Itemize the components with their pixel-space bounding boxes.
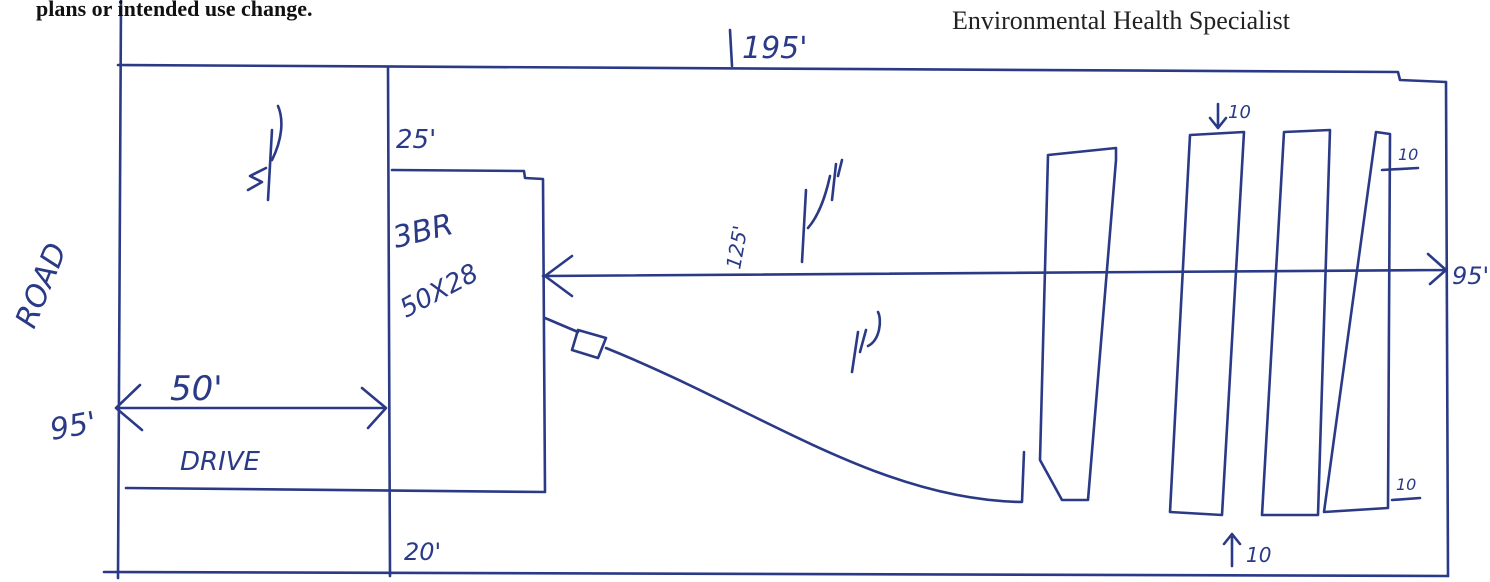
trench-spacing-bottom-label: 10 — [1246, 543, 1271, 567]
margin-line — [116, 0, 123, 580]
road-label: ROAD — [9, 238, 74, 333]
drive-dimension-label: 50' — [170, 369, 223, 409]
right-offset-bottom-label: 10 — [1396, 475, 1416, 494]
drain-trench-4 — [1322, 130, 1392, 514]
drain-trench-3 — [1260, 128, 1332, 517]
house-to-field-label: 125' — [721, 224, 752, 271]
scribble-annotation-center — [850, 310, 882, 374]
drain-trench-1 — [1038, 146, 1118, 502]
right-offset-top-label: 10 — [1398, 145, 1418, 164]
property-top-line — [116, 63, 1448, 84]
right-offset-mark-bottom — [1390, 496, 1422, 502]
scribble-annotation-left — [246, 104, 283, 202]
signature-title: Environmental Health Specialist — [952, 6, 1290, 35]
house-label-line1: 3BR — [389, 207, 456, 256]
house-label-line2: 50X28 — [395, 258, 483, 324]
setback-top-label: 25' — [396, 125, 436, 155]
setback-bottom-label: 20' — [404, 538, 441, 566]
trench-spacing-top-label: 10 — [1228, 102, 1251, 123]
septic-tank — [570, 328, 608, 360]
road-dimension-label: 95' — [47, 405, 99, 448]
scribble-annotation-right — [800, 158, 844, 264]
property-right-line — [1444, 80, 1450, 578]
tank-inlet-line — [543, 316, 580, 334]
house-to-field-arrow — [541, 252, 1448, 298]
drive-divider-line — [386, 66, 392, 578]
drive-dimension-arrow — [114, 383, 388, 432]
printed-note: plans or intended use change. — [36, 0, 313, 21]
spacing-arrow-bottom — [1222, 532, 1242, 568]
property-bottom-line — [102, 570, 1450, 578]
drive-label: DRIVE — [180, 447, 261, 477]
pvc-pipe-line — [604, 346, 1026, 504]
right-dimension-label: 95' — [1452, 262, 1489, 290]
top-dimension-tick — [728, 28, 734, 68]
house-outline — [124, 168, 547, 494]
right-offset-mark-top — [1380, 166, 1420, 172]
drain-trench-2 — [1168, 130, 1246, 517]
spacing-arrow-top — [1208, 102, 1228, 130]
top-dimension-label: 195' — [742, 31, 808, 66]
